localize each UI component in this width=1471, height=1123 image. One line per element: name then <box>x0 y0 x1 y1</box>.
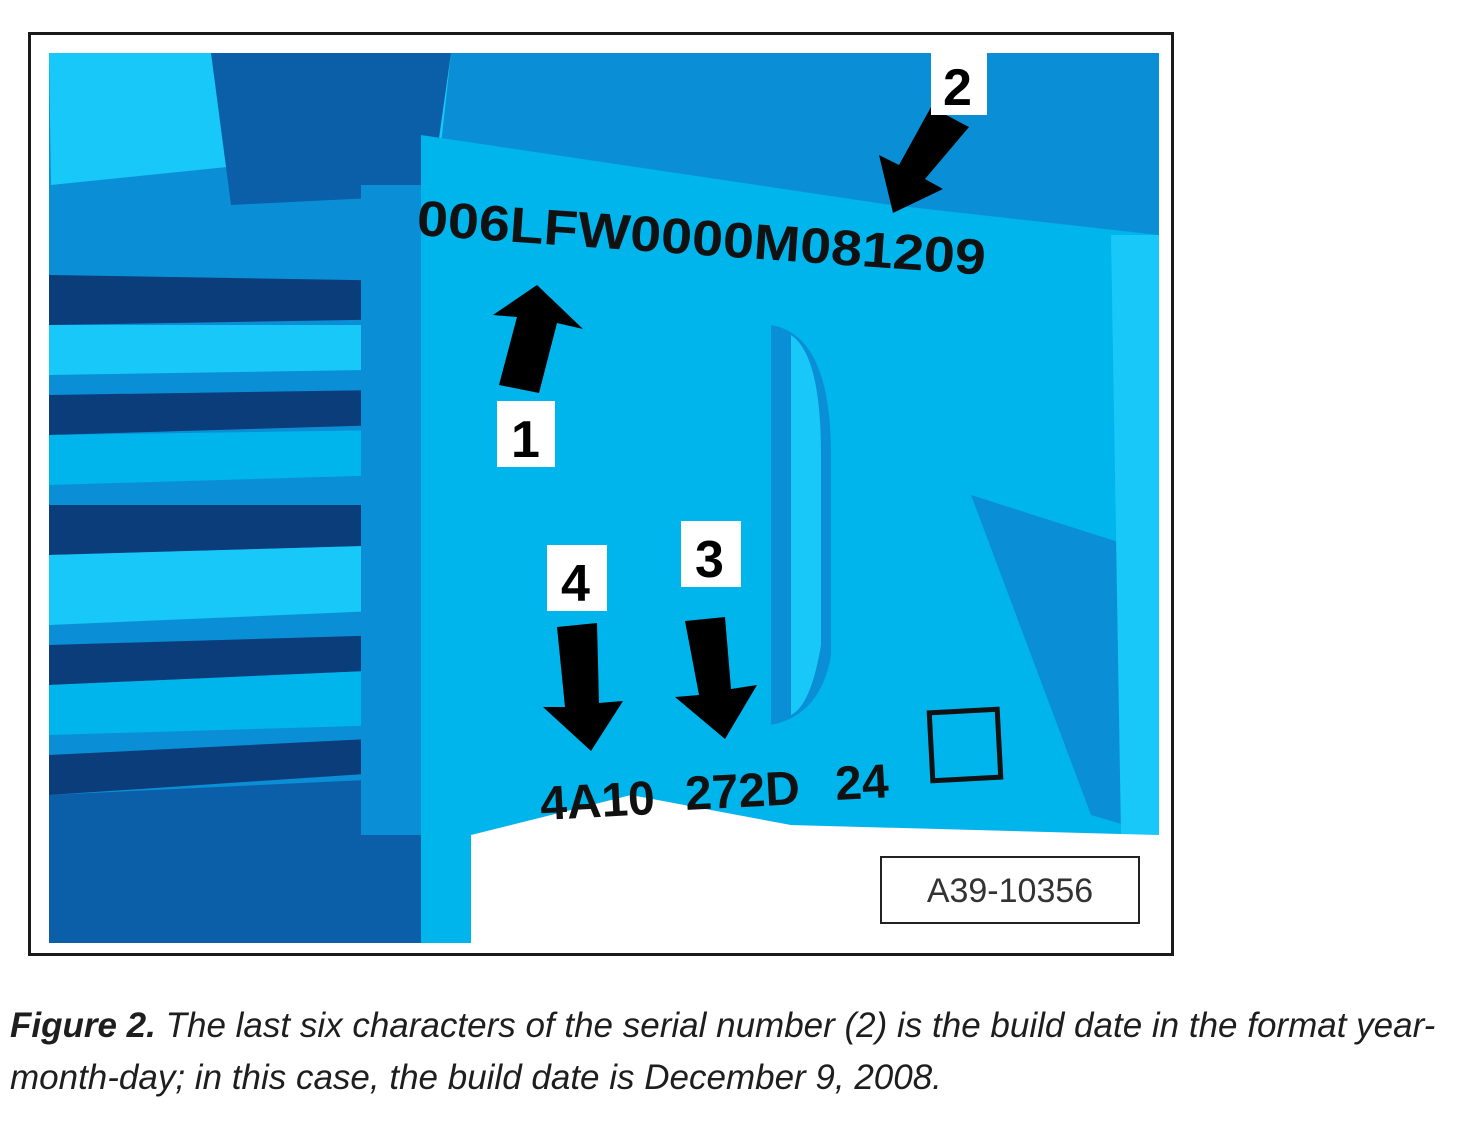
caption-label: Figure 2. <box>10 1006 156 1045</box>
callout-number-1: 1 <box>511 411 540 469</box>
reference-label: A39-10356 <box>927 872 1093 910</box>
code-stamp-3: 24 <box>834 755 890 811</box>
differential-housing-illustration: 006LFW0000M081209 4A10 272D 24 2 1 4 3 A… <box>49 53 1159 943</box>
code-stamp-1: 4A10 <box>539 772 656 831</box>
figure-caption: Figure 2. The last six characters of the… <box>10 1000 1450 1104</box>
figure-frame: 006LFW0000M081209 4A10 272D 24 2 1 4 3 A… <box>28 32 1174 956</box>
caption-text: The last six characters of the serial nu… <box>10 1006 1436 1097</box>
code-stamp-2: 272D <box>684 762 801 821</box>
callout-box-1 <box>497 401 555 467</box>
arrow-1 <box>493 285 583 393</box>
vertical-web <box>361 185 421 835</box>
arrow-2 <box>879 107 969 213</box>
callout-number-3: 3 <box>695 531 724 589</box>
callout-box-4 <box>547 545 607 611</box>
bracket-flange <box>971 495 1159 835</box>
arrow-4 <box>543 623 623 751</box>
callout-box-2 <box>931 53 987 115</box>
stamp-square <box>926 706 1004 784</box>
callout-box-3 <box>681 521 741 587</box>
callout-number-4: 4 <box>561 555 590 613</box>
callout-number-2: 2 <box>943 59 972 117</box>
bracket-rib <box>1111 235 1159 835</box>
casting-upper-dark <box>211 53 451 205</box>
arrow-3 <box>675 617 757 739</box>
reference-label-box <box>880 856 1140 924</box>
mounting-boss-face <box>791 335 821 715</box>
